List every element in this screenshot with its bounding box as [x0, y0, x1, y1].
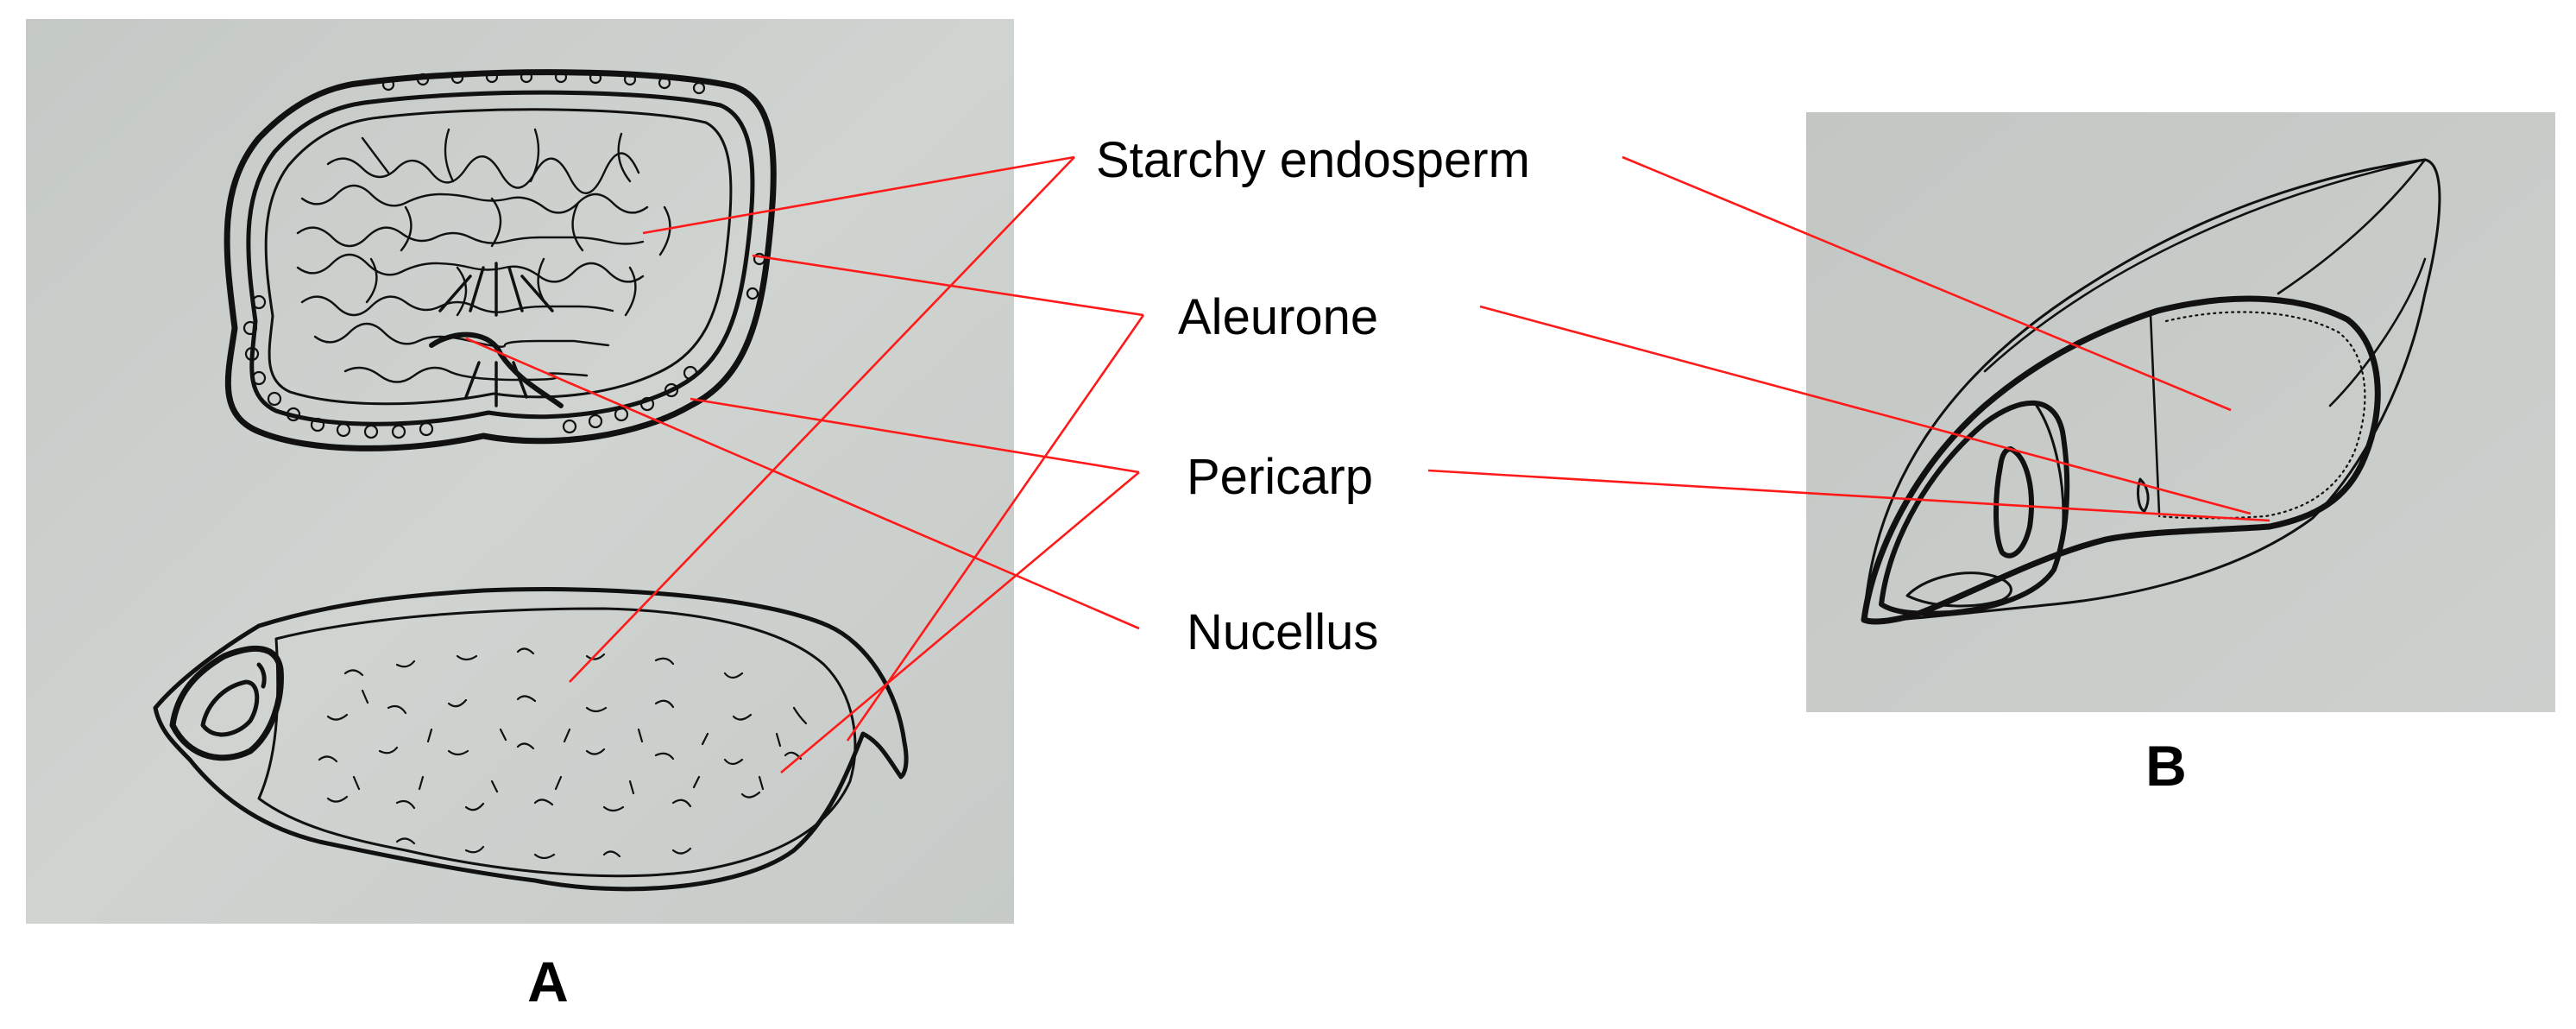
grain-cutaway-drawing — [1861, 158, 2441, 625]
grain-cross-section-drawing — [224, 69, 777, 451]
leader-starchy-endosperm-to-panel-b — [1622, 155, 2232, 412]
cutaway-crease-mark — [2137, 477, 2150, 513]
leader-pericarp-to-longitudinal — [780, 471, 1140, 773]
longitudinal-endosperm-boundary — [257, 607, 857, 878]
label-nucellus: Nucellus — [1187, 604, 1378, 660]
cutaway-ventral-ridge — [2328, 257, 2427, 407]
grain-longitudinal-section-drawing — [153, 587, 909, 892]
label-aleurone: Aleurone — [1178, 289, 1378, 345]
cutaway-embryo-axis — [1993, 446, 2034, 559]
leader-pericarp-to-panel-b — [1427, 469, 2271, 522]
cutaway-endosperm-divider — [2149, 312, 2161, 515]
cross-section-pericarp-dots — [242, 70, 766, 439]
leader-pericarp-to-cross-section — [690, 397, 1140, 474]
cross-section-aleurone-layer — [246, 90, 755, 426]
panel-b-letter: B — [2145, 734, 2187, 798]
labels: Starchy endosperm Aleurone Pericarp Nuce… — [1096, 132, 1530, 660]
panel-a: A — [26, 19, 1014, 1013]
cutaway-outer-grain-outline — [1862, 158, 2441, 623]
leader-lines — [465, 155, 2271, 773]
cross-section-endosperm-boundary — [264, 108, 733, 406]
longitudinal-endosperm-texture — [318, 647, 808, 860]
panel-a-letter: A — [527, 950, 569, 1013]
panel-b-photo-background — [1806, 112, 2555, 712]
leader-aleurone-to-longitudinal — [846, 314, 1145, 742]
cross-section-outer-pericarp — [224, 69, 777, 451]
cutaway-cut-face-outline — [1861, 295, 2381, 625]
leader-aleurone-to-panel-b — [1479, 305, 2252, 515]
longitudinal-outer-outline — [153, 587, 909, 892]
longitudinal-embryo — [169, 645, 284, 761]
leader-starchy-endosperm-to-cross-section — [642, 155, 1075, 235]
label-pericarp: Pericarp — [1187, 449, 1373, 505]
label-starchy-endosperm: Starchy endosperm — [1096, 132, 1530, 188]
panel-b: B — [1806, 112, 2555, 798]
longitudinal-embryo-detail — [200, 662, 267, 737]
cutaway-upper-ridge — [1983, 158, 2427, 373]
panel-a-photo-background — [26, 19, 1014, 924]
cutaway-germ-outline — [1879, 400, 2070, 616]
cross-section-cell-texture — [296, 128, 671, 383]
leader-nucellus-to-cross-section — [465, 337, 1140, 630]
leader-aleurone-to-cross-section — [752, 254, 1144, 317]
cross-section-central-radiating-cells — [438, 262, 554, 407]
